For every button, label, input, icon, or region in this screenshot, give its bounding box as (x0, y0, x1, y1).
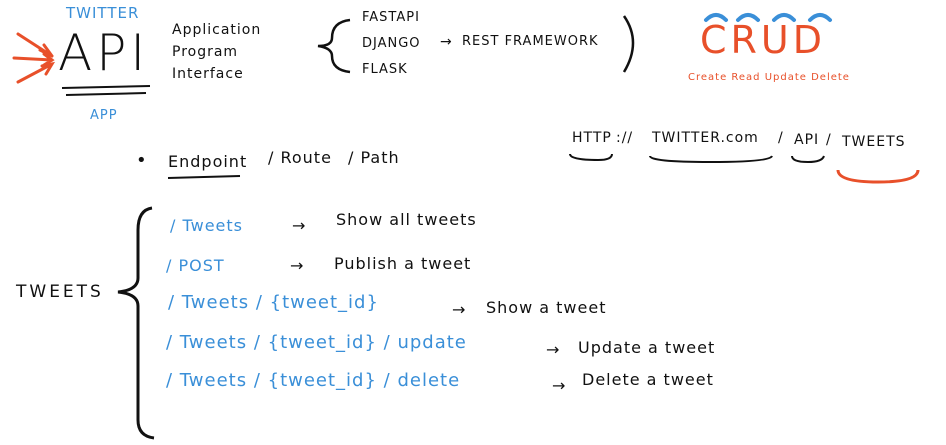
endpoint-underline (167, 175, 241, 179)
url-tweets: TWEETS (842, 134, 906, 150)
route-desc-3: Show a tweet (486, 298, 607, 317)
route-arrow-1: → (292, 216, 307, 235)
route-desc-4: Update a tweet (578, 338, 716, 357)
rest-framework-label: REST FRAMEWORK (462, 34, 599, 49)
url-underlines (569, 153, 825, 164)
arrow-icon: → (440, 34, 453, 50)
tweets-label: TWEETS (16, 282, 104, 302)
api-expansion-2: Program (172, 44, 239, 60)
crud-title: CRUD (700, 18, 827, 62)
framework-flask: FLASK (362, 62, 408, 77)
path-text: / Path (348, 148, 400, 167)
api-expansion-3: Interface (172, 66, 244, 82)
route-path-4: / Tweets / {tweet_id} / update (166, 332, 467, 353)
bullet: • (136, 150, 148, 171)
route-arrow-4: → (546, 340, 561, 359)
url-http: HTTP (572, 130, 612, 146)
framework-fastapi: FASTAPI (362, 10, 420, 25)
twitter-label: TWITTER (66, 4, 140, 22)
route-arrow-3: → (452, 300, 467, 319)
tweets-red-underline (836, 169, 920, 184)
url-domain: TWITTER.com (652, 130, 759, 146)
url-sep-1: :// (616, 130, 634, 146)
route-path-5: / Tweets / {tweet_id} / delete (166, 370, 461, 391)
tweets-brace (117, 206, 155, 440)
closing-paren (622, 15, 635, 73)
api-underline (61, 85, 151, 96)
app-label: APP (90, 108, 118, 123)
crud-arcs (704, 13, 832, 22)
url-sep-2: / (778, 130, 784, 146)
route-text: / Route (268, 148, 332, 167)
route-arrow-5: → (552, 376, 567, 395)
route-path-1: / Tweets (170, 216, 243, 235)
crud-words: Create Read Update Delete (688, 72, 850, 83)
route-path-3: / Tweets / {tweet_id} (168, 292, 379, 313)
route-desc-5: Delete a tweet (582, 370, 714, 389)
api-expansion-1: Application (172, 22, 262, 38)
url-api: API (794, 132, 820, 148)
endpoint-text: Endpoint (168, 152, 248, 171)
route-desc-1: Show all tweets (336, 210, 477, 229)
route-path-2: / POST (166, 256, 225, 275)
api-title: API (58, 24, 150, 82)
framework-django: DJANGO (362, 36, 421, 51)
route-arrow-2: → (290, 256, 305, 275)
frameworks-brace (317, 18, 351, 74)
url-sep-3: / (826, 132, 832, 148)
route-desc-2: Publish a tweet (334, 254, 472, 273)
red-arrows-icon (12, 32, 56, 84)
